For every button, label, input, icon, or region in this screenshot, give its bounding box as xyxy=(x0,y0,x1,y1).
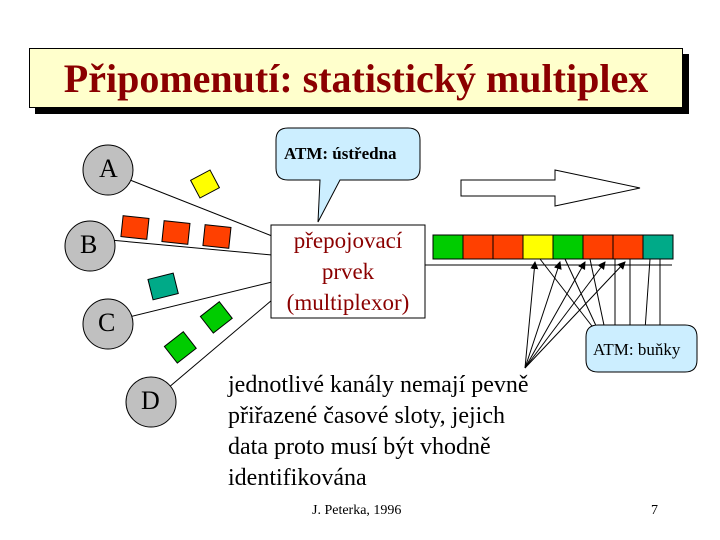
cells-callout-label: ATM: buňky xyxy=(593,340,681,359)
cell-4 xyxy=(522,234,554,260)
packet-a-yellow xyxy=(189,169,221,199)
node-c-label: C xyxy=(98,308,116,337)
cell-5 xyxy=(552,234,584,260)
node-b-circle xyxy=(64,220,116,272)
packet-d-green-2 xyxy=(199,301,233,334)
packet-b-red-1 xyxy=(120,215,150,240)
body-line-1: jednotlivé kanály nemají pevně xyxy=(228,372,529,398)
cell-6 xyxy=(582,234,614,260)
node-a-circle xyxy=(82,144,134,196)
body-line-3: data proto musí být vhodně xyxy=(228,434,491,460)
body-line-4: identifikována xyxy=(228,465,367,491)
node-a-label: A xyxy=(99,154,118,183)
packet-c-teal xyxy=(147,272,179,301)
slide-title: Připomenutí: statistický multiplex xyxy=(63,55,649,101)
footer-author: J. Peterka, 1996 xyxy=(312,503,402,518)
packet-d-green-1 xyxy=(163,331,197,364)
packet-b-red-3 xyxy=(202,224,232,249)
multiplexor-box xyxy=(270,224,426,319)
cell-3 xyxy=(492,234,524,260)
line-c-to-mux xyxy=(124,281,273,319)
line-a-to-mux xyxy=(124,177,273,237)
line-b-to-mux xyxy=(109,239,273,256)
node-d-circle xyxy=(125,376,177,428)
multiplexor-label: přepojovací prvek (multiplexor) xyxy=(271,225,425,318)
multiplexor-line-2: prvek xyxy=(321,259,375,284)
node-c-circle xyxy=(82,298,134,350)
cell-2 xyxy=(462,234,494,260)
body-line-2: přiřazené časové sloty, jejich xyxy=(228,403,505,429)
node-d-label: D xyxy=(141,386,160,415)
exchange-callout-shape xyxy=(275,127,421,223)
body-text: jednotlivé kanály nemají pevně přiřazené… xyxy=(228,370,608,494)
multiplexor-line-3: (multiplexor) xyxy=(286,290,410,315)
cell-7 xyxy=(612,234,644,260)
packet-b-red-2 xyxy=(161,220,191,245)
cell-8 xyxy=(642,234,674,260)
multiplexor-line-1: přepojovací xyxy=(293,228,403,253)
cells-callout-lines xyxy=(539,258,661,331)
line-d-to-mux xyxy=(167,299,273,389)
page-number: 7 xyxy=(651,503,658,518)
exchange-callout-label: ATM: ústředna xyxy=(284,144,397,163)
cells-callout-shape xyxy=(585,324,698,373)
cell-1 xyxy=(432,234,464,260)
title-box: Připomenutí: statistický multiplex xyxy=(29,48,683,108)
direction-arrow xyxy=(460,169,641,207)
node-b-label: B xyxy=(80,230,98,259)
